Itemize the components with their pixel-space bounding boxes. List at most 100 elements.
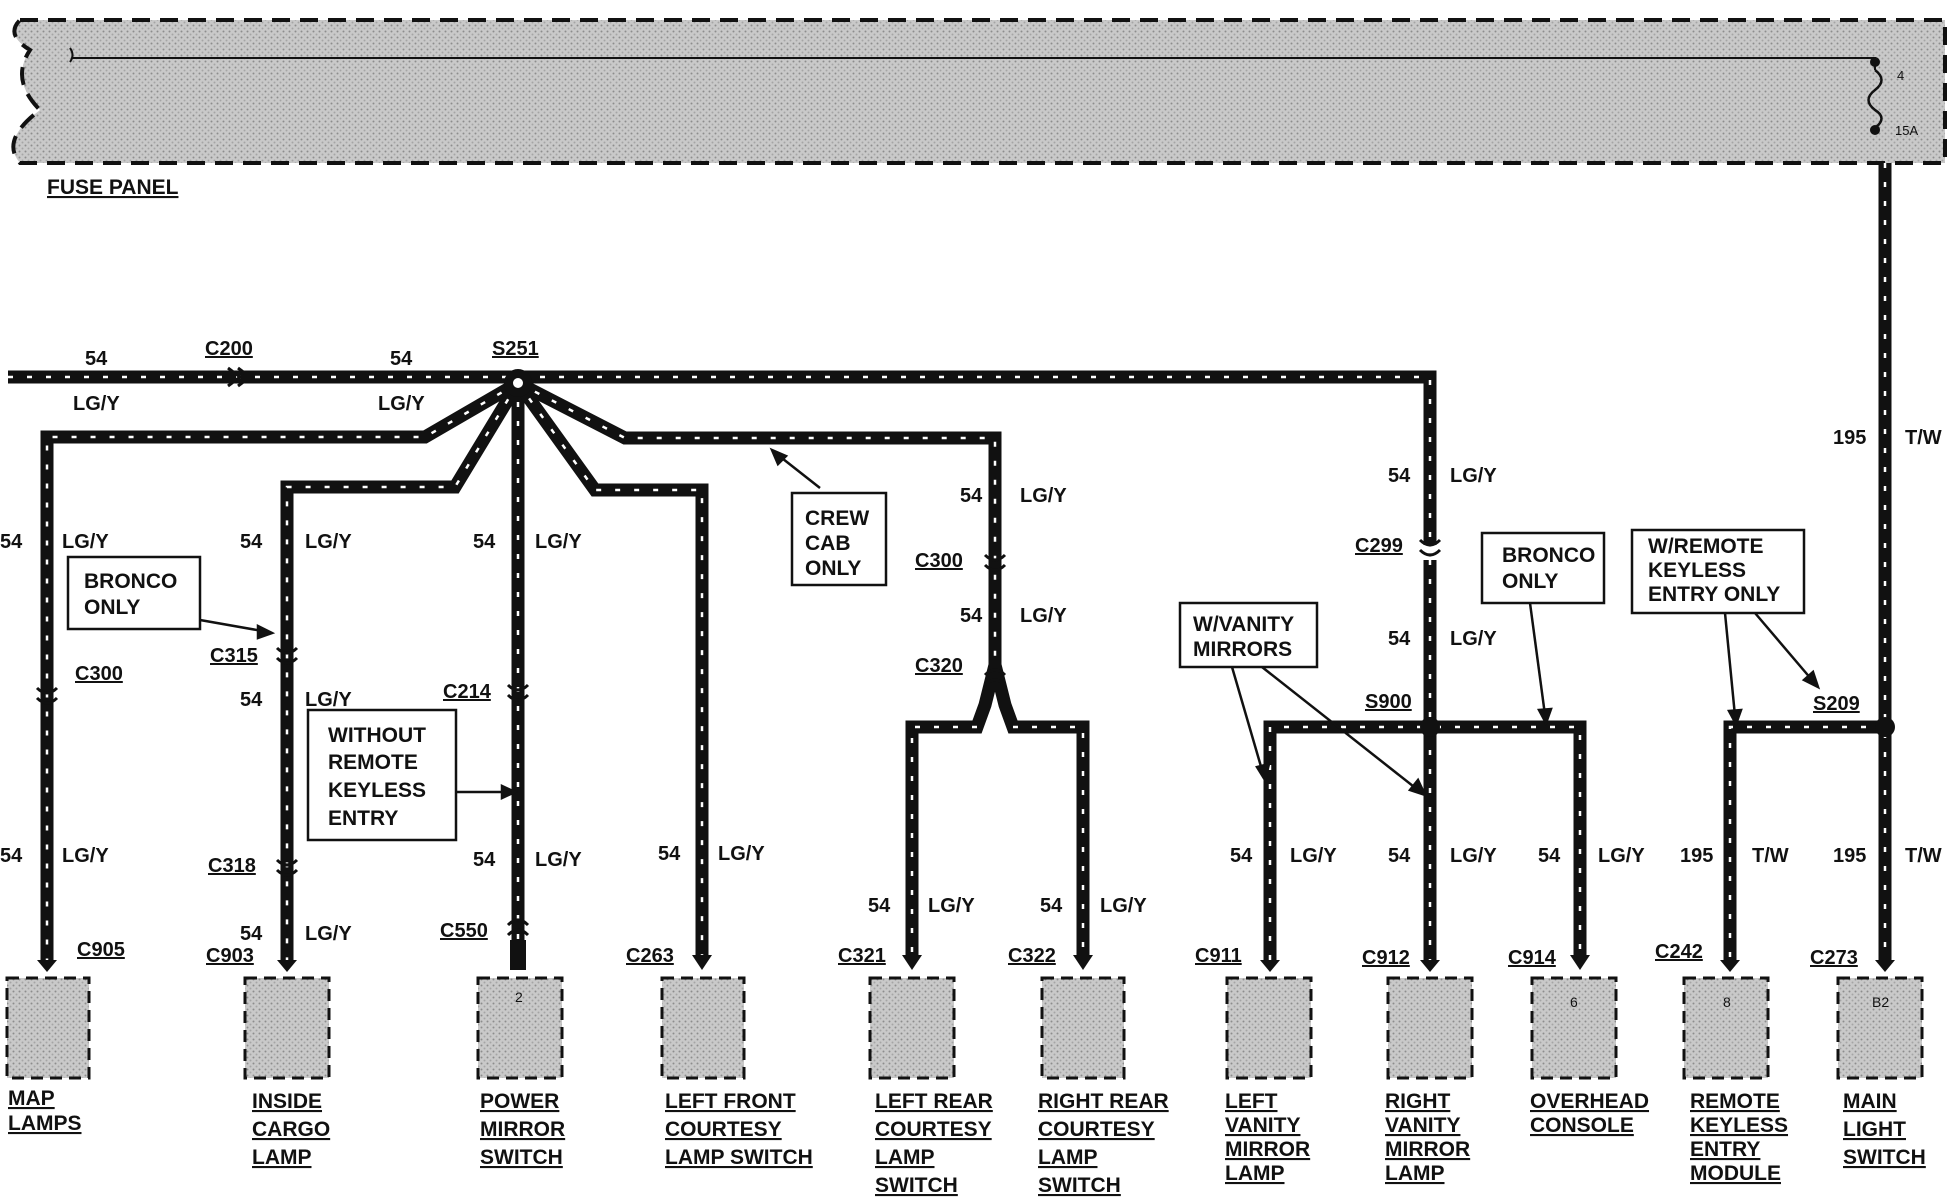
wire-label-color: LG/Y bbox=[718, 843, 765, 865]
wire-label-circuit: 54 bbox=[390, 348, 413, 370]
note-bronco-only-right: BRONCO ONLY bbox=[1480, 531, 1606, 605]
note-line: W/VANITY bbox=[1193, 613, 1294, 636]
wire-label-circuit: 54 bbox=[1040, 895, 1063, 917]
component-label: LAMP bbox=[1385, 1162, 1445, 1185]
wire-label-color: LG/Y bbox=[928, 895, 975, 917]
component-power-mirror-switch[interactable]: 2 POWER MIRROR SWITCH bbox=[476, 976, 565, 1169]
pin-label: 2 bbox=[515, 989, 523, 1005]
note-bronco-only-left: BRONCO ONLY bbox=[66, 555, 202, 631]
wire-label-circuit: 54 bbox=[240, 689, 263, 711]
wire-label-color: LG/Y bbox=[1020, 485, 1067, 507]
note-remote-keyless-only: W/REMOTE KEYLESS ENTRY ONLY bbox=[1630, 528, 1806, 615]
component-label: COURTESY bbox=[665, 1118, 782, 1141]
note-without-rke: WITHOUT REMOTE KEYLESS ENTRY bbox=[306, 708, 458, 842]
connector-c299-label: C299 bbox=[1355, 535, 1403, 557]
splice-s900-label: S900 bbox=[1365, 691, 1412, 713]
components: MAP LAMPS INSIDE CARGO LAMP 2 POWER MIRR… bbox=[5, 976, 1926, 1197]
component-label: COURTESY bbox=[875, 1118, 992, 1141]
note-line: ENTRY bbox=[328, 807, 398, 830]
connector-c322-label: C322 bbox=[1008, 945, 1056, 967]
fuse-rating: 15A bbox=[1895, 123, 1918, 138]
component-overhead-console[interactable]: 6 OVERHEAD CONSOLE bbox=[1530, 976, 1649, 1137]
component-label: MODULE bbox=[1690, 1162, 1781, 1185]
component-label: LAMP SWITCH bbox=[665, 1146, 813, 1169]
component-label: CARGO bbox=[252, 1118, 330, 1141]
wire-label-color: LG/Y bbox=[1598, 845, 1645, 867]
wire-map-lamps bbox=[40, 377, 522, 960]
note-line: W/REMOTE bbox=[1648, 535, 1764, 558]
wire-label-color: LG/Y bbox=[1290, 845, 1337, 867]
splice-s900 bbox=[1420, 717, 1440, 737]
component-label: LAMP bbox=[1038, 1146, 1098, 1169]
component-label: MIRROR bbox=[1225, 1138, 1310, 1161]
wire-label-circuit: 195 bbox=[1833, 427, 1866, 449]
connector-c200-label: C200 bbox=[205, 338, 253, 360]
note-crew-cab-only: CREW CAB ONLY bbox=[790, 491, 888, 587]
component-label: MAP bbox=[8, 1087, 55, 1110]
component-left-front-courtesy[interactable]: LEFT FRONT COURTESY LAMP SWITCH bbox=[660, 976, 813, 1169]
component-label: INSIDE bbox=[252, 1090, 322, 1113]
wire-label-color: LG/Y bbox=[305, 689, 352, 711]
connector-c320-label: C320 bbox=[915, 655, 963, 677]
component-right-vanity-mirror-lamp[interactable]: RIGHT VANITY MIRROR LAMP bbox=[1385, 976, 1474, 1185]
component-label: LAMP bbox=[1225, 1162, 1285, 1185]
component-label: ENTRY bbox=[1690, 1138, 1760, 1161]
component-inside-cargo-lamp[interactable]: INSIDE CARGO LAMP bbox=[243, 976, 331, 1169]
note-line: KEYLESS bbox=[1648, 559, 1746, 582]
connector-c200-symbol bbox=[227, 366, 253, 388]
component-map-lamps[interactable]: MAP LAMPS bbox=[5, 976, 91, 1135]
wire-label-color: LG/Y bbox=[62, 531, 109, 553]
note-line: WITHOUT bbox=[328, 724, 426, 747]
wire-label-color: T/W bbox=[1905, 427, 1942, 449]
note-line: CREW bbox=[805, 507, 869, 530]
component-label: LEFT FRONT bbox=[665, 1090, 796, 1113]
wire-label-circuit: 54 bbox=[658, 843, 681, 865]
connector-c321-label: C321 bbox=[838, 945, 886, 967]
connector-c300-left-label: C300 bbox=[75, 663, 123, 685]
component-label: POWER bbox=[480, 1090, 559, 1113]
wire-label-circuit: 54 bbox=[1388, 465, 1411, 487]
component-left-rear-courtesy[interactable]: LEFT REAR COURTESY LAMP SWITCH bbox=[868, 976, 993, 1197]
connector-c300-center-symbol bbox=[983, 553, 1007, 572]
wire-label-circuit: 54 bbox=[0, 845, 23, 867]
pin-label: 6 bbox=[1570, 994, 1578, 1010]
wire-label-circuit: 54 bbox=[473, 531, 496, 553]
wire-label-circuit: 54 bbox=[868, 895, 891, 917]
wire-label-color: LG/Y bbox=[1100, 895, 1147, 917]
wire-label-color: LG/Y bbox=[73, 393, 120, 415]
component-right-rear-courtesy[interactable]: RIGHT REAR COURTESY LAMP SWITCH bbox=[1038, 976, 1169, 1197]
wire-label-color: LG/Y bbox=[535, 849, 582, 871]
wire-inside-cargo bbox=[280, 379, 524, 960]
connector-c318-symbol bbox=[275, 858, 299, 877]
connector-c273-label: C273 bbox=[1810, 947, 1858, 969]
wire-label-circuit: 54 bbox=[85, 348, 108, 370]
note-line: BRONCO bbox=[84, 570, 177, 593]
connector-c300-left-symbol bbox=[35, 686, 59, 705]
component-label: REMOTE bbox=[1690, 1090, 1780, 1113]
component-label: SWITCH bbox=[1843, 1146, 1926, 1169]
connector-c263-label: C263 bbox=[626, 945, 674, 967]
component-label: LAMP bbox=[252, 1146, 312, 1169]
wire-label-color: LG/Y bbox=[1450, 465, 1497, 487]
wire-label-circuit: 54 bbox=[1388, 845, 1411, 867]
wire-label-color: LG/Y bbox=[1450, 845, 1497, 867]
wire-label-color: LG/Y bbox=[1450, 628, 1497, 650]
wire-label-color: LG/Y bbox=[305, 923, 352, 945]
component-label: SWITCH bbox=[1038, 1174, 1121, 1197]
pin-label: B2 bbox=[1872, 994, 1889, 1010]
component-label: LEFT bbox=[1225, 1090, 1278, 1113]
connector-c320-symbol bbox=[983, 668, 1007, 687]
wire-label-circuit: 195 bbox=[1833, 845, 1866, 867]
component-main-light-switch[interactable]: B2 MAIN LIGHT SWITCH bbox=[1836, 976, 1926, 1169]
component-label: OVERHEAD bbox=[1530, 1090, 1649, 1113]
component-remote-keyless-entry-module[interactable]: 8 REMOTE KEYLESS ENTRY MODULE bbox=[1682, 976, 1788, 1185]
splices-and-connectors bbox=[35, 366, 1895, 972]
connector-c300-center-label: C300 bbox=[915, 550, 963, 572]
connector-c315-symbol bbox=[275, 646, 299, 665]
component-left-vanity-mirror-lamp[interactable]: LEFT VANITY MIRROR LAMP bbox=[1225, 976, 1313, 1185]
connector-c550-label: C550 bbox=[440, 920, 488, 942]
wire-label-circuit: 54 bbox=[1230, 845, 1253, 867]
wire-label-circuit: 195 bbox=[1680, 845, 1713, 867]
